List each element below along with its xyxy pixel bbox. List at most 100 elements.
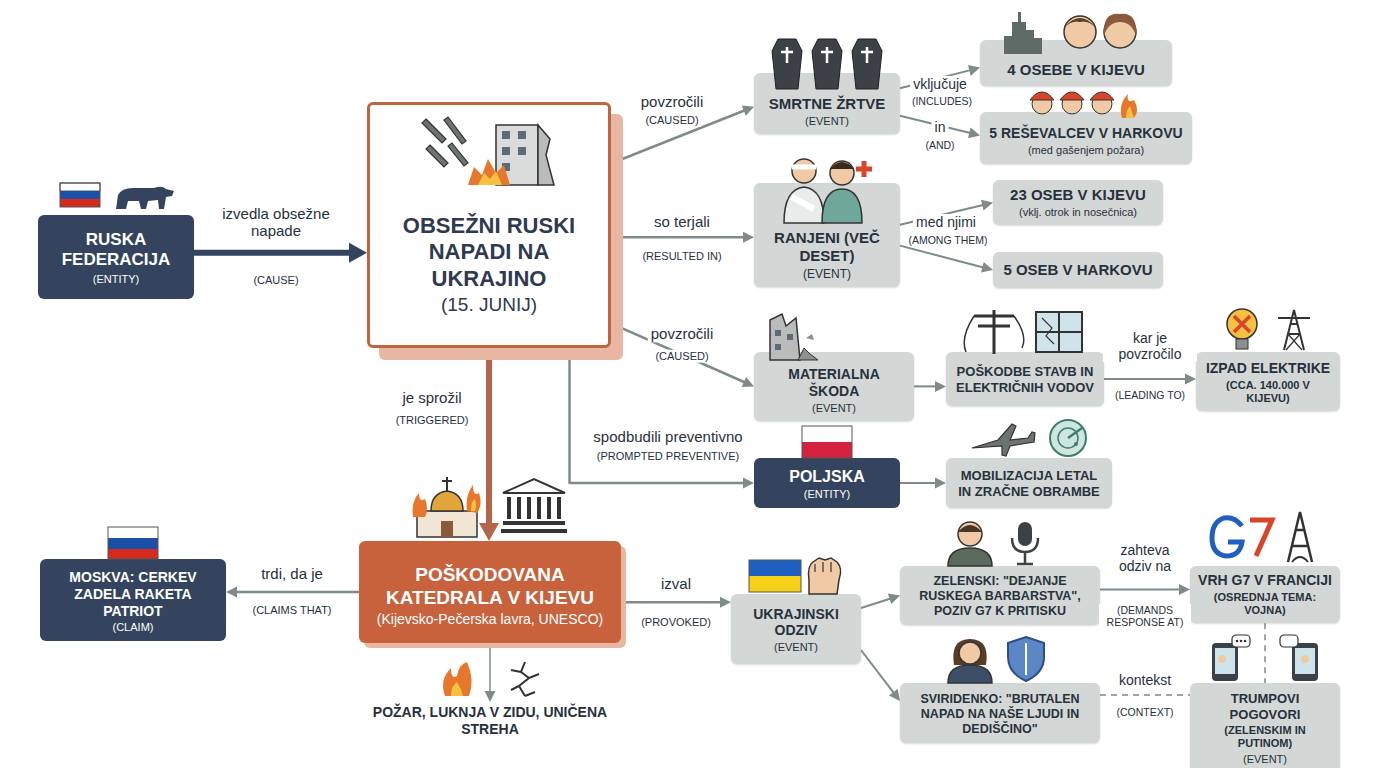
event-box: 4 OSEBE V KIJEVU <box>980 40 1172 86</box>
connector-line <box>1264 623 1266 683</box>
event-box: MOBILIZACIJA LETAL IN ZRAČNE OBRAMBE <box>946 458 1112 508</box>
jet-radar-icon <box>968 418 1092 458</box>
connector-line <box>621 601 722 604</box>
edge-label: povzročili <box>648 325 717 342</box>
edge-label: zahteva odziv na <box>1100 542 1190 574</box>
relation-tag: (LEADING TO) <box>1112 389 1188 401</box>
event-box: 5 REŠEVALCEV V HARKOVU(med gašenjem poža… <box>980 112 1192 164</box>
relation-tag: (RESULTED IN) <box>639 250 724 263</box>
node-subtitle: (ENTITY) <box>93 273 139 286</box>
node-title: 23 OSEB V KIJEVU <box>1010 186 1146 204</box>
event-box: RANJENI (VEČ DESET)(EVENT) <box>754 183 900 287</box>
event-box: IZPAD ELEKTRIKE(CCA. 140.000 V KIJEVU) <box>1196 352 1340 411</box>
bulb-tower-icon <box>1218 306 1322 352</box>
node-title: ZELENSKI: "DEJANJE RUSKEGA BARBARSTVA", … <box>908 574 1092 619</box>
connector-arrow <box>914 381 946 392</box>
connector-arrow <box>194 243 367 263</box>
event-box: POŠKODBE STAVB IN ELEKTRIČNIH VODOV <box>946 352 1104 406</box>
edge-label: trdi, da je <box>258 565 326 582</box>
burning-cathedral-icon <box>411 471 483 539</box>
arrow-head <box>968 65 980 76</box>
edge-label: so terjali <box>651 213 713 230</box>
node-title: 5 REŠEVALCEV V HARKOVU <box>989 125 1182 142</box>
arrow-head <box>935 478 946 489</box>
connector-line <box>900 482 937 484</box>
flag-bear-icon <box>58 179 178 213</box>
speaker-mic-icon <box>940 518 1052 566</box>
connector-line <box>194 250 351 256</box>
connector-arrow <box>900 116 980 138</box>
connector-arrow <box>479 348 499 541</box>
node-subtitle: (ZELENSKIM IN PUTINOM) <box>1198 724 1332 750</box>
connector-arrow <box>900 478 946 489</box>
event-box: ZELENSKI: "DEJANJE RUSKEGA BARBARSTVA", … <box>900 566 1100 625</box>
edge-label: je sprožil <box>399 389 464 406</box>
injured-medic-icon <box>778 153 878 225</box>
arrow-head <box>743 232 754 243</box>
connector-arrow <box>1100 695 1190 696</box>
speaker-shield-icon <box>940 635 1052 683</box>
node-title: 4 OSEBE V KIJEVU <box>1007 61 1145 79</box>
relation-tag: (AMONG THEM) <box>905 234 990 246</box>
firefighter-icon <box>1026 82 1146 120</box>
node-title: SMRTNE ŽRTVE <box>769 95 886 113</box>
event-box: 5 OSEB V HARKOVU <box>993 252 1163 288</box>
edge-label: kar je povzročilo <box>1103 330 1197 362</box>
relation-tag: (CONTEXT) <box>1113 706 1176 718</box>
arrow-head <box>1185 374 1196 385</box>
event-box: MATERIALNA ŠKODA(EVENT) <box>754 352 914 421</box>
node-subtitle: (EVENT) <box>805 115 849 128</box>
connector-line <box>611 236 745 239</box>
node-title: RANJENI (VEČ DESET) <box>762 229 892 265</box>
connector-arrow <box>621 597 731 608</box>
connector-line <box>900 246 984 268</box>
edge-label: izvedla obsežne napade <box>208 205 344 240</box>
relation-tag: (PROVOKED) <box>638 616 714 629</box>
arrow-head <box>226 587 237 598</box>
city-people-icon <box>1002 8 1152 56</box>
g7-eiffel-icon <box>1208 510 1322 564</box>
node-subtitle: (CLAIM) <box>113 621 154 634</box>
event-box: SVIRIDENKO: "BRUTALEN NAPAD NA NAŠE LJUD… <box>900 683 1100 743</box>
connector-arrow <box>861 650 900 701</box>
node-title: MOSKVA: CERKEV ZADELA RAKETA PATRIOT <box>48 569 218 619</box>
connector-line <box>1100 694 1190 696</box>
missile-building-icon <box>418 115 563 187</box>
flag-icon <box>106 525 160 561</box>
arrow-head <box>981 262 993 273</box>
connector-arrow <box>611 232 754 243</box>
node-title: MATERIALNA ŠKODA <box>762 366 906 400</box>
relation-tag: (CAUSED) <box>642 114 701 127</box>
arrow-head <box>742 377 754 387</box>
connector-arrow <box>226 587 359 598</box>
arrow-head <box>888 594 900 604</box>
node-subtitle: (EVENT) <box>1243 753 1287 766</box>
edge-label: spodbudili preventivno <box>590 428 745 445</box>
relation-tag: (INCLUDES) <box>909 95 975 107</box>
crack-icon <box>507 660 543 698</box>
connector-arrow <box>1104 374 1196 385</box>
event-hub-box: OBSEŽNI RUSKI NAPADI NA UKRAJINO(15. JUN… <box>367 102 611 348</box>
arrow-head <box>935 381 946 392</box>
relation-tag: (DEMANDS RESPONSE AT) <box>1099 604 1191 628</box>
arrow-head <box>479 523 499 541</box>
connector-arrow <box>861 594 900 608</box>
edge-label: vključuje <box>910 76 970 92</box>
edge-label: izval <box>658 575 694 592</box>
arrow-head <box>968 127 980 138</box>
node-title: POŠKODBE STAVB IN ELEKTRIČNIH VODOV <box>954 364 1096 395</box>
connector-arrow <box>485 643 496 702</box>
relation-tag: (CAUSED) <box>652 350 711 363</box>
connector-arrow <box>1100 584 1190 595</box>
connector-line <box>861 598 891 608</box>
connector-arrow <box>611 323 754 387</box>
edge-label: povzročili <box>638 93 707 110</box>
event-box: VRH G7 V FRANCIJI(OSREDNJA TEMA: VOJNA) <box>1190 566 1340 623</box>
unesco-logo <box>501 477 567 535</box>
node-title: POLJSKA <box>789 467 865 486</box>
relation-tag: (AND) <box>922 139 957 151</box>
node-title: MOBILIZACIJA LETAL IN ZRAČNE OBRAMBE <box>954 468 1104 499</box>
node-subtitle: (OSREDNJA TEMA: VOJNA) <box>1198 591 1332 617</box>
connector-line <box>914 385 937 387</box>
